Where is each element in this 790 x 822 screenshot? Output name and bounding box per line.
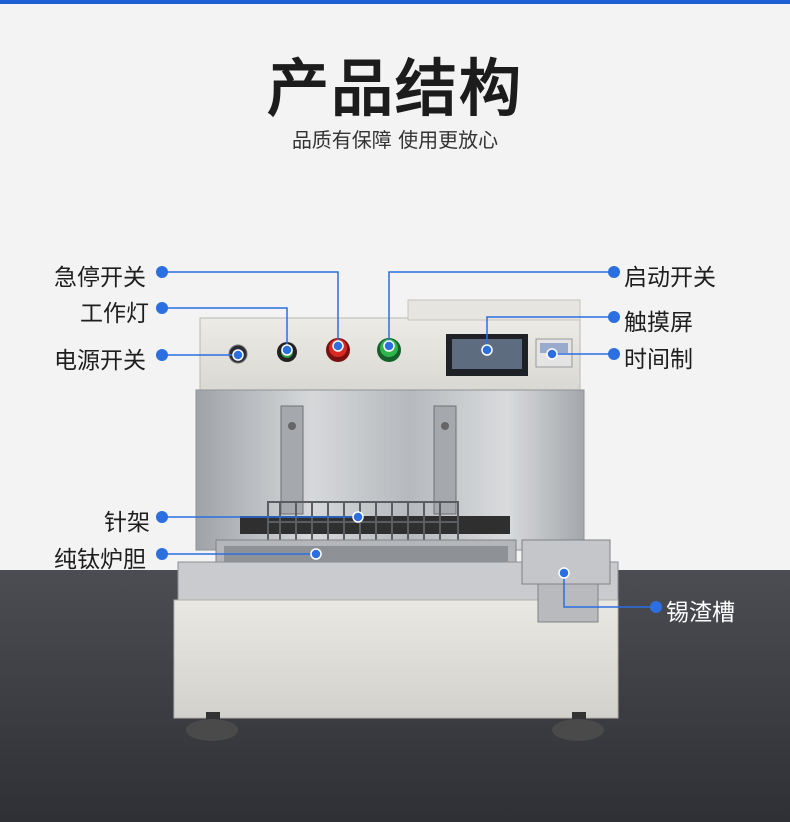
label-work-light: 工作灯: [80, 301, 149, 327]
callout-dots: [156, 266, 662, 613]
page-subtitle: 品质有保障 使用更放心: [291, 128, 499, 152]
label-power-switch: 电源开关: [54, 348, 146, 374]
callout-lines: [164, 271, 654, 608]
dot-touch-screen: [608, 311, 620, 323]
dot-power-switch: [156, 349, 168, 361]
dross-tank: [521, 539, 611, 623]
dot-work-light: [156, 302, 168, 314]
dot-timer: [608, 348, 620, 360]
page-title: 产品结构: [266, 52, 523, 125]
top-accent-bar: [0, 0, 790, 4]
machine-feet: [186, 712, 604, 741]
label-touch-screen: 触摸屏: [624, 310, 693, 336]
dot-start-switch: [608, 266, 620, 278]
dot-needle-rack: [156, 511, 168, 523]
label-start-switch: 启动开关: [624, 265, 716, 291]
label-titanium-tank: 纯钛炉胆: [54, 547, 146, 573]
label-timer: 时间制: [624, 347, 693, 373]
label-dross-tank: 锡渣槽: [666, 600, 735, 626]
lifting-arms: [280, 405, 457, 515]
label-emergency-stop: 急停开关: [54, 265, 146, 291]
label-needle-rack: 针架: [104, 510, 150, 536]
dot-titanium-tank: [156, 548, 168, 560]
dot-emergency-stop: [156, 266, 168, 278]
dot-dross-tank: [650, 601, 662, 613]
